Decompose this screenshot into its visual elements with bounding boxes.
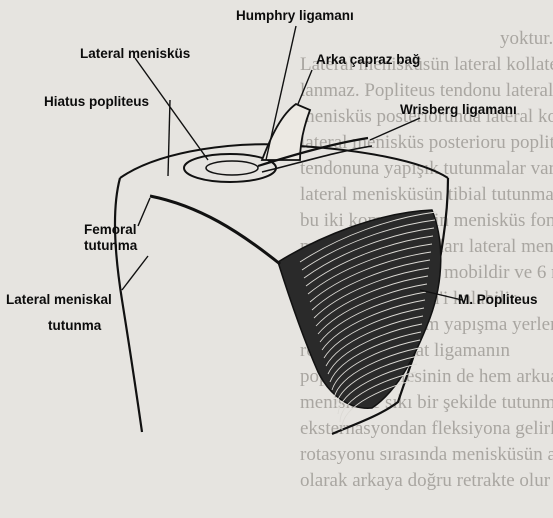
label-lateral-meniscal-attachment: Lateral meniskal tutunma: [6, 292, 112, 334]
background-text-line: yoktur.: [500, 28, 553, 49]
leader-femoral: [138, 198, 150, 226]
label-lateral-meniscal-line1: Lateral meniskal: [6, 292, 112, 308]
label-femoral-attachment: Femoral tutunma: [84, 222, 137, 254]
background-text-line: eksternasyondan fleksiyona gelirken: [300, 418, 553, 439]
label-hiatus-popliteus: Hiatus popliteus: [44, 94, 149, 110]
leader-hiatus: [168, 100, 170, 176]
background-text-line: lateral menisküsün tibial tutunması sağl…: [300, 184, 553, 205]
lateral-meniscus-inner: [206, 161, 258, 175]
label-femoral-line1: Femoral: [84, 222, 137, 238]
popliteus-tendon: [150, 196, 280, 264]
label-femoral-line2: tutunma: [84, 238, 137, 254]
label-wrisberg-ligament: Wrisberg ligamanı: [400, 102, 517, 118]
background-text-line: rotasyonu sırasında menisküsün arka: [300, 444, 553, 465]
background-text-line: olarak arkaya doğru retrakte olur: [300, 470, 551, 491]
label-humphry-ligament: Humphry ligamanı: [236, 8, 354, 24]
label-lateral-meniscus: Lateral menisküs: [80, 46, 190, 62]
label-posterior-cruciate: Arka çapraz bağ: [316, 52, 420, 68]
label-m-popliteus: M. Popliteus: [458, 292, 538, 308]
label-lateral-meniscal-line2: tutunma: [48, 318, 112, 334]
background-text-line: lanmaz. Popliteus tendonu lateral menisk…: [300, 80, 553, 101]
leader-lateral-meniskal: [122, 256, 148, 290]
